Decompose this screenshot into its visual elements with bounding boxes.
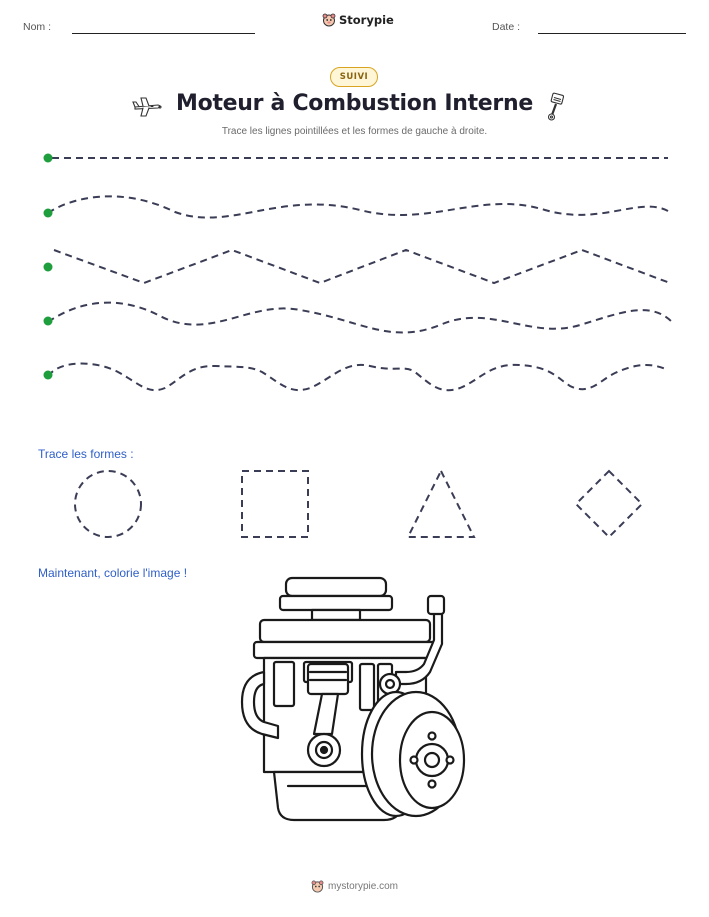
name-line[interactable]	[72, 33, 255, 34]
trace-shape-triangle[interactable]	[406, 468, 476, 538]
coloring-section-label: Maintenant, colorie l'image !	[38, 566, 188, 580]
trace-line-wave[interactable]	[47, 195, 669, 219]
brand-name: Storypie	[339, 13, 394, 27]
trace-shape-square[interactable]	[241, 470, 309, 538]
storypie-logo: Storypie	[322, 13, 394, 27]
airplane-icon	[132, 97, 162, 117]
start-dot	[43, 153, 53, 163]
start-dot	[43, 208, 53, 218]
storypie-mascot-icon	[322, 13, 336, 27]
name-label: Nom :	[23, 21, 52, 33]
engine-illustration[interactable]	[238, 572, 470, 828]
instructions-text: Trace les lignes pointillées et les form…	[221, 126, 488, 137]
trace-shape-diamond[interactable]	[574, 469, 644, 539]
trace-line-zigzag[interactable]	[53, 248, 671, 285]
trace-line-bumps[interactable]	[47, 362, 669, 392]
trace-line-wave-2[interactable]	[47, 301, 673, 334]
storypie-mascot-icon	[311, 880, 324, 893]
tracing-shapes-area	[74, 468, 644, 539]
shapes-section-label: Trace les formes :	[38, 447, 134, 461]
date-line[interactable]	[538, 33, 686, 34]
tracing-lines-area	[43, 153, 673, 392]
start-dot	[43, 316, 53, 326]
piston-icon	[547, 92, 565, 121]
trace-shape-circle[interactable]	[74, 470, 142, 538]
start-dot	[43, 370, 53, 380]
start-dot	[43, 262, 53, 272]
level-badge: SUIVI	[330, 67, 378, 87]
footer: mystorypie.com	[0, 880, 709, 893]
date-label: Date :	[492, 21, 521, 33]
worksheet-title: Moteur à Combustion Interne	[176, 91, 533, 116]
footer-site-link[interactable]: mystorypie.com	[327, 881, 398, 892]
